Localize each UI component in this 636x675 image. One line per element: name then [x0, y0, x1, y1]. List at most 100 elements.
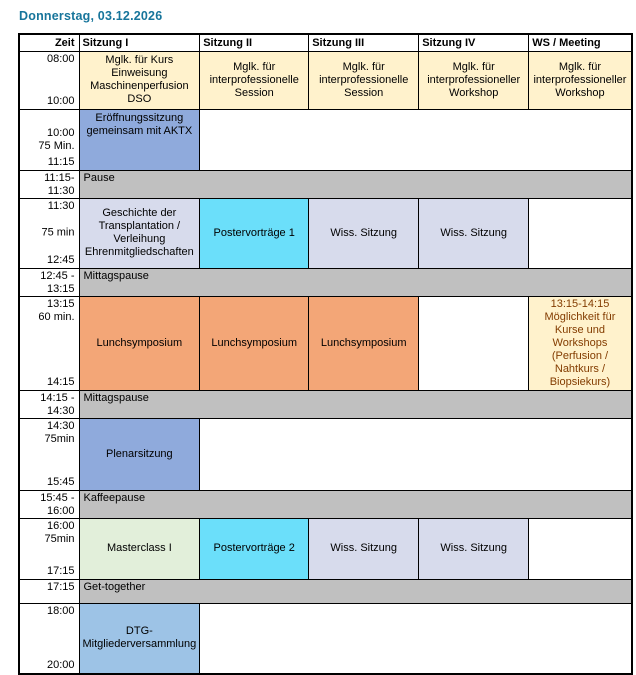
- event-cell: Lunchsymposium: [199, 295, 310, 391]
- time-label: 15:45: [46, 475, 75, 488]
- time-label: 08:00: [46, 52, 75, 65]
- column-header-zeit: Zeit: [18, 33, 80, 52]
- time-start-group: 18:00: [20, 604, 75, 618]
- time-end-group: 20:00: [47, 659, 75, 672]
- empty-cell: [199, 108, 632, 171]
- time-range: 14:15 - 14:30: [20, 391, 74, 417]
- event-cell: Mglk. für interprofessioneller Workshop: [528, 50, 633, 110]
- time-cell: 14:15 - 14:30: [19, 389, 80, 419]
- time-label: 17:15: [46, 580, 75, 593]
- event-cell: Lunchsymposium: [308, 295, 420, 391]
- time-end-group: 17:15: [47, 565, 75, 578]
- event-cell: Mglk. für interprofessionelle Session: [308, 50, 420, 110]
- time-label: 12:45 - 13:15: [40, 269, 75, 295]
- event-cell: Postervorträge 1: [199, 197, 310, 269]
- time-range: 11:15-11:30: [20, 171, 75, 197]
- event-cell: Mglk. für interprofessioneller Workshop: [418, 50, 530, 110]
- column-header-ws-meeting: WS / Meeting: [528, 33, 633, 52]
- break-label-cell: Mittagspause: [78, 267, 632, 297]
- time-label: 13:15: [46, 297, 75, 310]
- time-range: 12:45 - 13:15: [20, 269, 75, 295]
- event-cell: Mglk. für Kurs Einweisung Maschinenperfu…: [78, 50, 201, 110]
- time-cell: 11:15-11:30: [19, 169, 80, 199]
- event-cell: Geschichte der Transplantation / Verleih…: [78, 197, 201, 269]
- time-label: 60 min.: [38, 310, 75, 323]
- event-cell: DTG-Mitgliederversammlung: [78, 602, 201, 675]
- time-label: 75 min: [41, 226, 75, 239]
- empty-cell: [199, 417, 632, 491]
- event-cell: Masterclass I: [78, 517, 201, 580]
- time-cell: 12:45 - 13:15: [19, 267, 80, 297]
- event-cell: Postervorträge 2: [199, 517, 310, 580]
- event-cell: Wiss. Sitzung: [418, 517, 530, 580]
- time-cell: 15:45 - 16:00: [19, 489, 80, 519]
- time-cell: 11:30 75 min 12:45: [19, 197, 80, 269]
- time-range: 17:15: [20, 580, 75, 594]
- page-title: Donnerstag, 03.12.2026: [19, 9, 163, 23]
- event-cell: Mglk. für interprofessionelle Session: [199, 50, 310, 110]
- time-label: 20:00: [46, 659, 75, 671]
- time-end-group: 12:45: [47, 254, 75, 267]
- time-label: 10:00: [46, 126, 75, 139]
- time-start-group: 08:00: [20, 52, 75, 66]
- event-cell: Wiss. Sitzung: [418, 197, 530, 269]
- time-end-group: 14:15: [47, 376, 75, 389]
- event-cell: Eröffnungssitzung gemeinsam mit AKTX: [78, 108, 201, 171]
- time-center-group: 75 min: [41, 227, 74, 240]
- time-start-group: 11:30: [20, 199, 75, 213]
- column-header-sitzung1: Sitzung I: [78, 33, 201, 52]
- event-cell: Wiss. Sitzung: [308, 517, 420, 580]
- event-cell: 13:15-14:15 Möglichkeit für Kurse und Wo…: [528, 295, 633, 391]
- time-label: 14:30: [46, 419, 75, 432]
- time-end-group: 15:45: [47, 476, 75, 489]
- time-label: 15:45 - 16:00: [40, 491, 75, 517]
- time-label: 16:00: [46, 519, 75, 532]
- time-cell: 18:00 20:00: [19, 602, 80, 675]
- time-label: 11:30: [47, 199, 75, 212]
- time-label: 17:15: [46, 564, 75, 577]
- time-label: 10:00: [46, 94, 75, 107]
- break-label-cell: Pause: [78, 169, 632, 199]
- time-end-group: 11:15: [48, 156, 75, 169]
- time-label: 75 Min.: [38, 139, 75, 152]
- event-cell: Lunchsymposium: [78, 295, 201, 391]
- column-header-sitzung3: Sitzung III: [308, 33, 420, 52]
- time-label: 18:00: [46, 604, 75, 617]
- empty-cell: [528, 197, 632, 269]
- time-range: 15:45 - 16:00: [20, 491, 75, 517]
- event-cell: Wiss. Sitzung: [308, 197, 420, 269]
- time-label: 75min: [44, 432, 75, 445]
- time-cell: 08:00 10:00: [19, 50, 80, 110]
- time-label: 12:45: [46, 253, 75, 266]
- empty-cell: [418, 295, 529, 391]
- time-label: 11:15: [47, 155, 75, 168]
- time-cell: 17:15: [19, 578, 80, 604]
- break-label-cell: Kaffeepause: [78, 489, 632, 519]
- break-label-cell: Get-together: [78, 578, 632, 604]
- time-label: 11:15-11:30: [44, 171, 75, 197]
- empty-cell: [199, 602, 632, 675]
- time-end-group: 10:00: [47, 95, 75, 108]
- empty-cell: [528, 517, 632, 580]
- break-label-cell: Mittagspause: [78, 389, 632, 419]
